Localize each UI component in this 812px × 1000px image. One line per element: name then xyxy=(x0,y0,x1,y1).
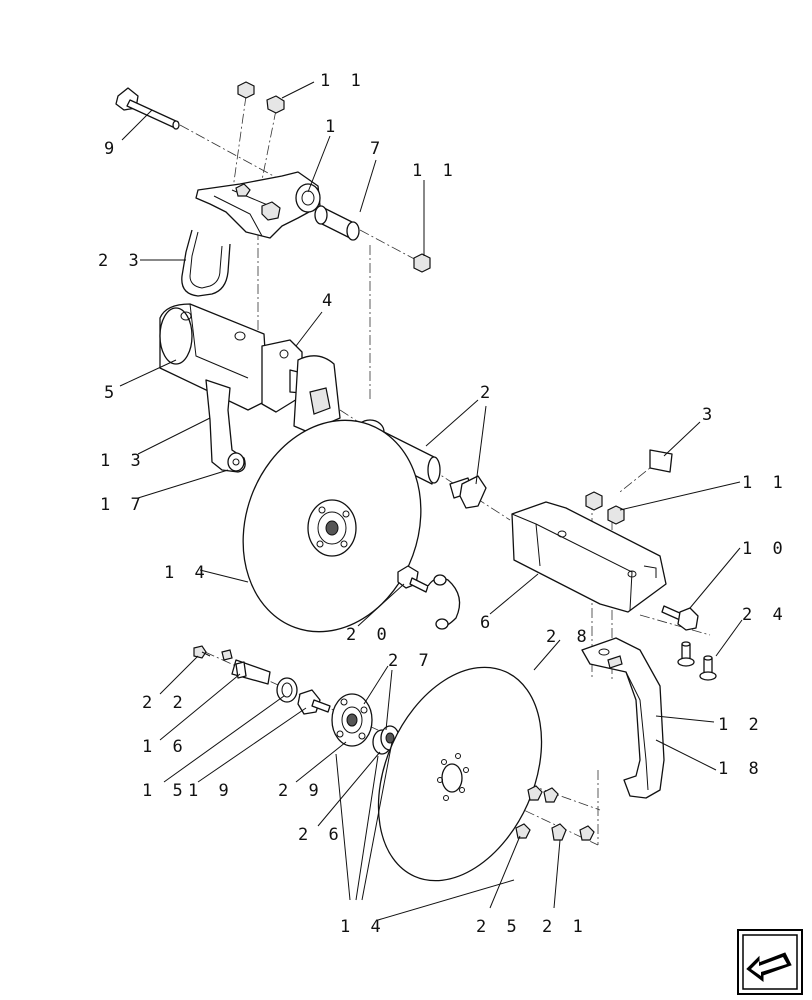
clip-part-16 xyxy=(221,649,271,685)
callout-7: 7 xyxy=(370,139,385,159)
mount-plate-part-4 xyxy=(261,339,341,433)
callout-19: 1 9 xyxy=(188,781,234,801)
callout-23: 2 3 xyxy=(98,251,144,271)
callout-3: 3 xyxy=(702,405,717,425)
plate-part-3 xyxy=(649,449,673,473)
bolt-part-9 xyxy=(115,87,180,130)
callout-20: 2 0 xyxy=(346,625,392,645)
callout-14: 1 4 xyxy=(164,563,210,583)
callout-25: 2 5 xyxy=(476,917,522,937)
callout-26: 2 6 xyxy=(298,825,344,845)
callout-17: 1 7 xyxy=(100,495,146,515)
callout-15: 1 5 xyxy=(142,781,188,801)
callout-22: 2 2 xyxy=(142,693,188,713)
callout-27: 2 7 xyxy=(388,651,434,671)
callout-16: 1 6 xyxy=(142,737,188,757)
bearing-part-26 xyxy=(372,725,400,755)
callout-14: 1 4 xyxy=(340,917,386,937)
callout-10: 1 0 xyxy=(742,539,788,559)
nut-part-11-mid xyxy=(413,253,431,273)
callout-1: 1 xyxy=(325,117,340,137)
callout-29: 2 9 xyxy=(278,781,324,801)
callout-9: 9 xyxy=(104,139,119,159)
bolt-part-10 xyxy=(661,605,699,631)
bolt-part-22 xyxy=(193,645,211,659)
callout-13: 1 3 xyxy=(100,451,146,471)
fitting-part-2 xyxy=(449,475,487,509)
disc-blade-part-14-upper xyxy=(242,419,422,633)
hub-part-29 xyxy=(331,693,373,747)
callout-leader-lines xyxy=(119,81,743,921)
bracket-part-1 xyxy=(195,171,321,239)
callout-6: 6 xyxy=(480,613,495,633)
callout-12: 1 2 xyxy=(718,715,764,735)
housing-part-5 xyxy=(159,303,269,411)
pins-part-24 xyxy=(677,641,717,681)
callout-11: 1 1 xyxy=(742,473,788,493)
callout-5: 5 xyxy=(104,383,119,403)
callout-21: 2 1 xyxy=(542,917,588,937)
bolt-part-19 xyxy=(297,689,331,715)
seal-part-15 xyxy=(276,677,298,703)
housing-part-6 xyxy=(511,501,667,613)
nuts-part-25-21 xyxy=(515,785,595,841)
callout-28: 2 8 xyxy=(546,627,592,647)
nut-part-11-right xyxy=(585,491,625,525)
callout-24: 2 4 xyxy=(742,605,788,625)
callout-4: 4 xyxy=(322,291,337,311)
arm-part-13 xyxy=(205,379,246,473)
disc-blade-part-28-lower xyxy=(377,666,543,882)
callout-2: 2 xyxy=(480,383,495,403)
u-bolt-part-23 xyxy=(181,229,231,297)
callout-11: 1 1 xyxy=(320,71,366,91)
callout-labels: 1 1 1 9 7 1 1 2 3 4 5 2 3 1 3 1 7 1 1 1 … xyxy=(98,71,788,937)
callout-18: 1 8 xyxy=(718,759,764,779)
spacer-part-7 xyxy=(314,205,360,241)
bolt-clamp-part-20 xyxy=(397,565,461,630)
scraper-arm-part-12 xyxy=(581,637,665,799)
previous-page-arrow-icon[interactable] xyxy=(737,929,803,995)
callout-11: 1 1 xyxy=(412,161,458,181)
nut-part-11-top xyxy=(237,81,285,114)
